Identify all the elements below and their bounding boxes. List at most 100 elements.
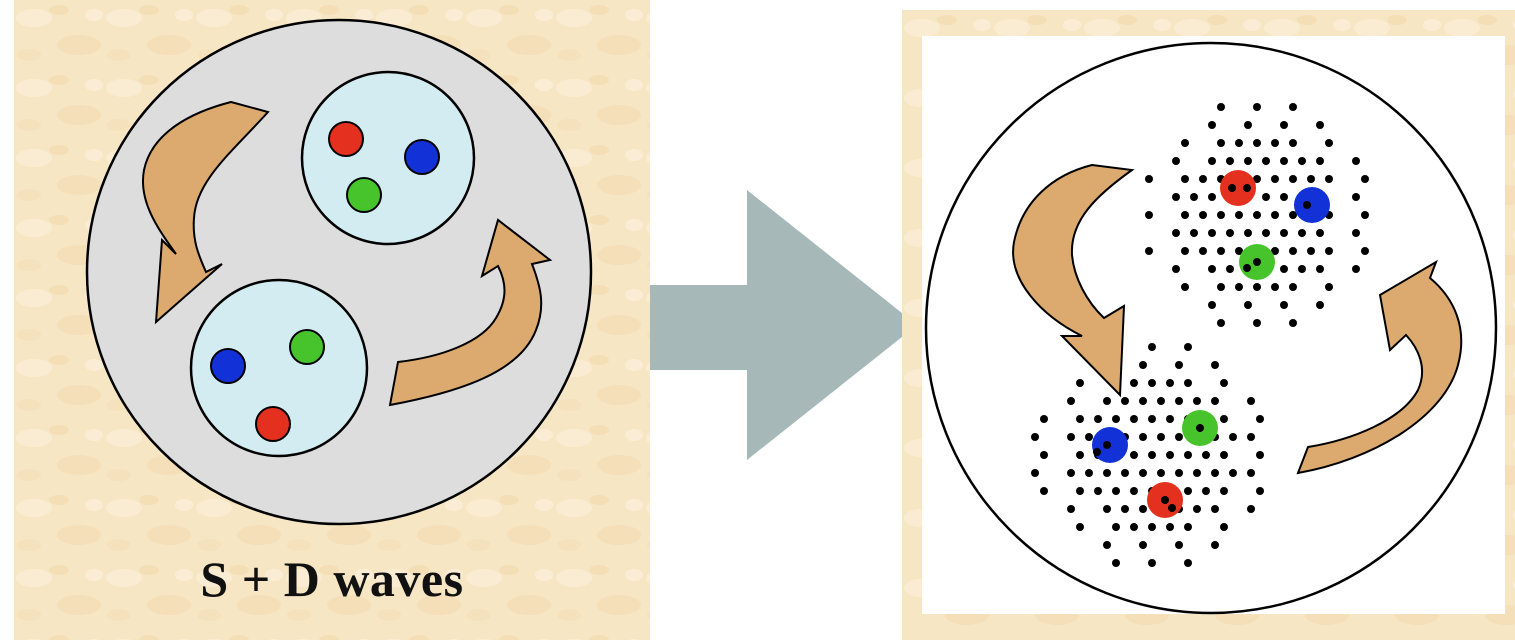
gluon-dot [1303,201,1311,209]
gluon-dot [1325,247,1333,255]
gluon-dot [1172,157,1180,165]
gluon-dot [1271,211,1279,219]
gluon-dot [1316,229,1324,237]
gluon-dot [1243,264,1251,272]
gluon-dot [1361,211,1369,219]
gluon-dot [1139,505,1147,513]
gluon-dot [1130,523,1138,531]
quark-blue [1294,187,1330,223]
gluon-dot [1103,541,1111,549]
gluon-dot [1211,541,1219,549]
gluon-dot [1172,229,1180,237]
gluon-dot [1112,559,1120,567]
gluon-dot [1361,175,1369,183]
gluon-dot [1217,319,1225,327]
gluon-dot [1076,379,1084,387]
gluon-dot [1166,379,1174,387]
gluon-dot [1184,379,1192,387]
gluon-dot [1130,451,1138,459]
gluon-dot [1352,193,1360,201]
gluon-dot [1067,397,1075,405]
quark-red [329,122,363,156]
quark-green [347,178,381,212]
gluon-dot [1228,184,1236,192]
gluon-dot [1256,487,1264,495]
gluon-dot [1112,523,1120,531]
gluon-dot [1280,301,1288,309]
gluon-dot [1085,469,1093,477]
gluon-dot [1112,487,1120,495]
gluon-dot [1181,283,1189,291]
gluon-dot [1196,424,1204,432]
gluon-dot [1130,379,1138,387]
quark-green [290,330,324,364]
gluon-dot [1217,247,1225,255]
gluon-dot [1325,175,1333,183]
gluon-dot [1148,415,1156,423]
gluon-dot [1112,415,1120,423]
gluon-dot [1148,343,1156,351]
gluon-dot [1157,433,1165,441]
gluon-dot [1229,469,1237,477]
gluon-dot [1289,283,1297,291]
left-panel: S + D waves [14,0,650,640]
gluon-dot [1121,505,1129,513]
gluon-dot [1157,469,1165,477]
gluon-dot [1103,469,1111,477]
gluon-dot [1289,103,1297,111]
gluon-dot [1184,559,1192,567]
gluon-dot [1130,487,1138,495]
gluon-dot [1168,504,1176,512]
gluon-dot [1316,157,1324,165]
gluon-dot [1175,469,1183,477]
gluon-dot [1148,451,1156,459]
gluon-dot [1199,211,1207,219]
gluon-dot [1121,397,1129,405]
gluon-dot [1244,229,1252,237]
gluon-dot [1316,121,1324,129]
gluon-dot [1217,103,1225,111]
gluon-dot [1190,193,1198,201]
gluon-dot [1076,415,1084,423]
gluon-dot [1247,505,1255,513]
gluon-dot [1184,523,1192,531]
gluon-dot [1085,433,1093,441]
gluon-dot [1220,451,1228,459]
gluon-dot [1130,415,1138,423]
gluon-dot [1208,121,1216,129]
gluon-dot [1307,175,1315,183]
gluon-dot [1220,379,1228,387]
gluon-dot [1289,319,1297,327]
gluon-dot [1208,229,1216,237]
gluon-dot [1181,139,1189,147]
gluon-dot [1220,415,1228,423]
gluon-dot [1067,433,1075,441]
gluon-dot [1289,139,1297,147]
gluon-dot [1244,121,1252,129]
gluon-dot [1325,283,1333,291]
gluon-dot [1289,175,1297,183]
gluon-dot [1103,441,1111,449]
gluon-dot [1217,139,1225,147]
gluon-dot [1226,229,1234,237]
gluon-dot [1235,139,1243,147]
gluon-dot [1262,229,1270,237]
gluon-dot [1253,283,1261,291]
gluon-dot [1217,283,1225,291]
gluon-dot [1175,433,1183,441]
gluon-dot [1175,361,1183,369]
gluon-dot [1067,469,1075,477]
gluon-dot [1271,175,1279,183]
gluon-dot [1166,415,1174,423]
gluon-dot [1161,496,1169,504]
gluon-dot [1166,451,1174,459]
gluon-dot [1226,265,1234,273]
gluon-dot [1145,211,1153,219]
gluon-dot [1193,397,1201,405]
gluon-dot [1243,184,1251,192]
caption: S + D waves [14,550,650,608]
gluon-dot [1181,175,1189,183]
gluon-dot [1208,301,1216,309]
gluon-dot [1094,415,1102,423]
gluon-dot [1298,265,1306,273]
